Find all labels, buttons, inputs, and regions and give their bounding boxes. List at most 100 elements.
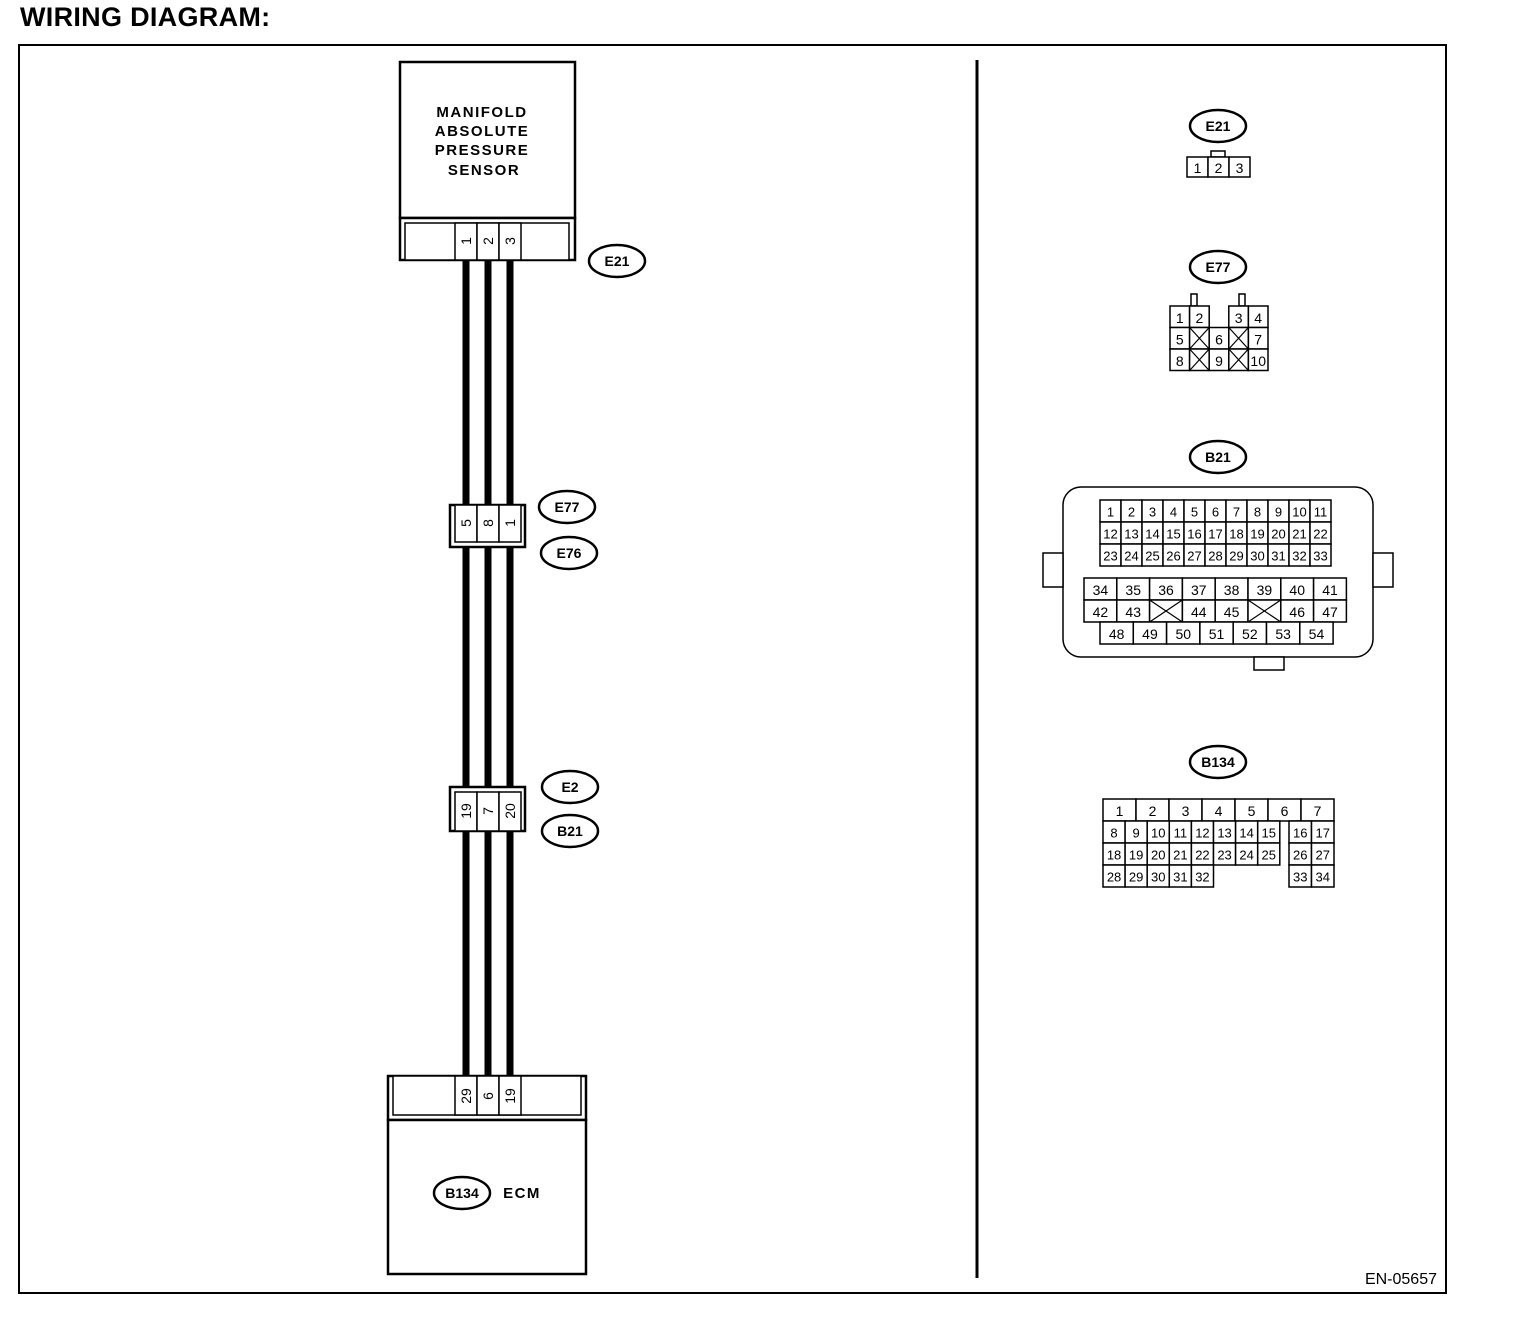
connector-tag-label: E77 [1206,259,1231,275]
pin-label: 16 [1187,527,1201,542]
connector-latch [1210,150,1226,158]
pin-cell [1310,864,1335,888]
pin-label: 10 [1292,505,1306,520]
pin-label: 48 [1109,626,1125,642]
pin-label: 29 [1229,549,1243,564]
b21-side-lock [1372,552,1394,588]
pin-label: 5 [1176,331,1184,347]
unused-pin-cross [1228,327,1249,350]
pin-label: 36 [1158,582,1174,598]
pin-label: 14 [1239,826,1253,841]
joint-pin-cell [498,791,522,832]
sensor-pin-label: 1 [458,237,474,245]
pin-label: 37 [1191,582,1207,598]
pin-label: 4 [1215,803,1223,819]
pin-label: 34 [1316,870,1330,885]
pin-label: 46 [1289,604,1305,620]
pin-label: 11 [1314,505,1328,520]
connector-tag-label: B134 [1201,754,1235,770]
pin-label: 9 [1275,505,1282,520]
pin-label: 8 [1254,505,1261,520]
pin-label: 45 [1224,604,1240,620]
pin-label: 34 [1093,582,1109,598]
pin-label: 8 [1176,353,1184,369]
pin-label: 12 [1103,527,1117,542]
sensor-pin-label: 3 [502,237,518,245]
pin-label: 28 [1208,549,1222,564]
connector-latch [1238,293,1246,307]
pin-label: 31 [1173,870,1187,885]
pin-label: 27 [1316,848,1330,863]
pin-label: 2 [1215,160,1223,176]
pin-label: 19 [1250,527,1264,542]
connector-tag-e77 [537,489,597,525]
pin-label: 15 [1166,527,1180,542]
joint-pin-label: 20 [502,803,518,819]
pin-label: 9 [1133,826,1140,841]
sensor-label-line-2: ABSOLUTE [435,123,530,140]
pin-label: 10 [1250,353,1266,369]
pin-label: 24 [1124,549,1138,564]
connector-tag-label: E21 [1206,118,1231,134]
pin-label: 20 [1271,527,1285,542]
joint-pin-label: 5 [458,519,474,527]
pin-cell [1228,156,1251,178]
connector-tag-face [1188,744,1248,780]
connector-tag-label: E76 [557,545,582,561]
pin-label: 3 [1149,505,1156,520]
pin-label: 6 [1215,331,1223,347]
pin-label: 17 [1208,527,1222,542]
connector-latch [1190,293,1198,307]
pin-label: 18 [1107,848,1121,863]
joint-pin-label: 7 [480,807,496,815]
pin-label: 8 [1110,826,1117,841]
b21-side-lock [1042,552,1064,588]
pin-label: 30 [1250,549,1264,564]
pin-label: 40 [1289,582,1305,598]
pin-label: 6 [1212,505,1219,520]
pin-label: 16 [1293,826,1307,841]
sensor-box [398,60,577,220]
ecm-label: ECM [503,1185,541,1202]
pin-label: 22 [1195,848,1209,863]
pin-label: 3 [1236,160,1244,176]
ecm-pin-label: 29 [458,1088,474,1104]
joint-pin-label: 8 [480,519,496,527]
pin-cell [1256,842,1281,866]
ecm-pin-label: 6 [480,1092,496,1100]
pin-label: 4 [1254,310,1262,326]
pin-label: 1 [1116,803,1124,819]
pin-label: 39 [1257,582,1273,598]
pin-label: 11 [1174,826,1188,841]
pin-label: 17 [1316,826,1330,841]
pin-label: 35 [1125,582,1141,598]
connector-tag-label: B21 [1205,449,1231,465]
pin-label: 25 [1262,848,1276,863]
pin-label: 41 [1322,582,1338,598]
pin-label: 26 [1166,549,1180,564]
sensor-pin-label: 2 [480,237,496,245]
b21-bottom-key [1253,656,1285,671]
joint-connector-e2-b21: 19 7 20 E2 B21 [448,769,600,849]
sensor-component: MANIFOLD ABSOLUTE PRESSURE SENSOR 1 2 3 … [398,60,647,279]
pin-label: 53 [1275,626,1291,642]
connector-tag-e2 [540,769,600,805]
pin-label: 51 [1209,626,1225,642]
pin-label: 5 [1191,505,1198,520]
pin-label: 47 [1322,604,1338,620]
pin-label: 38 [1224,582,1240,598]
pin-label: 13 [1217,826,1231,841]
pin-label: 13 [1124,527,1138,542]
unused-pin-cross [1189,327,1210,350]
pin-label: 7 [1233,505,1240,520]
pin-label: 19 [1129,848,1143,863]
sensor-label-line-1: MANIFOLD [436,104,527,121]
pin-cell [1309,543,1332,567]
pin-label: 21 [1173,848,1187,863]
pin-label: 23 [1217,848,1231,863]
pin-label: 1 [1107,505,1114,520]
pin-label: 54 [1309,626,1325,642]
pin-label: 44 [1191,604,1207,620]
connector-tag-label: E77 [555,499,580,515]
